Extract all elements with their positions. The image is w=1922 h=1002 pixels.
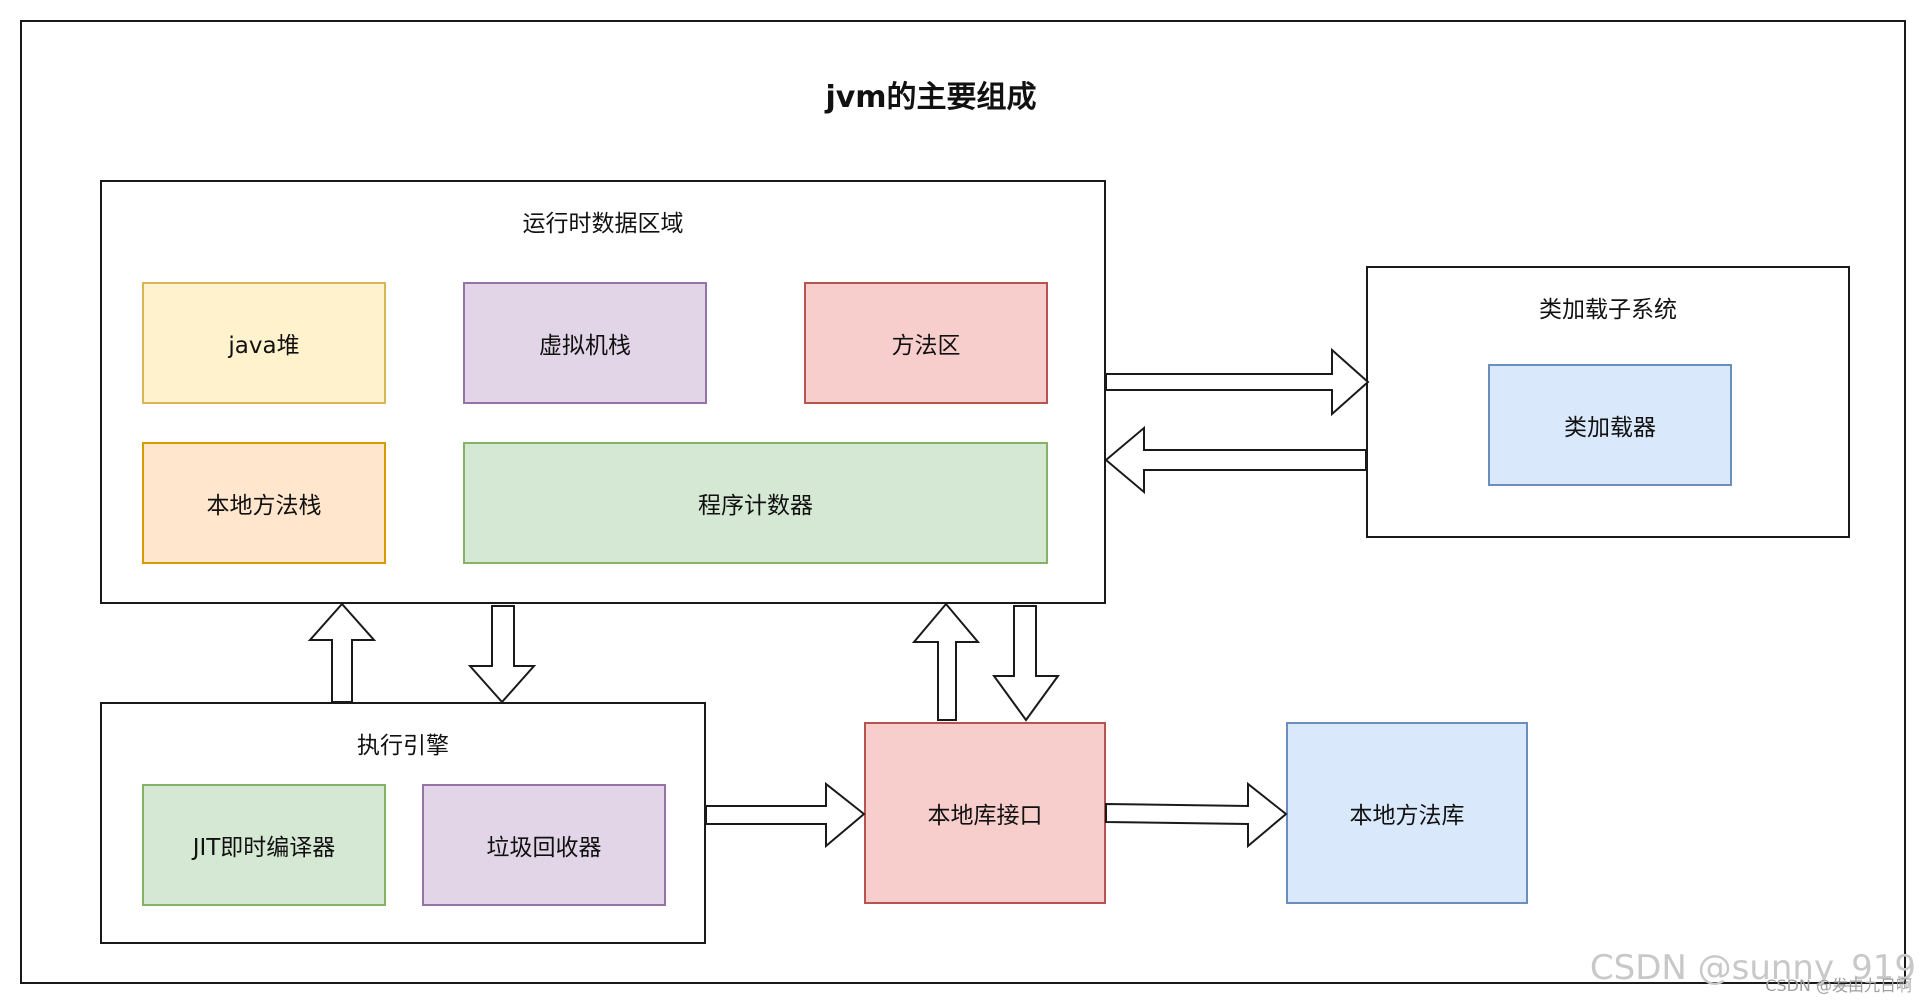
java-heap-box: java堆 xyxy=(142,282,386,404)
native-method-stack-box: 本地方法栈 xyxy=(142,442,386,564)
arrow-runtime-to-engine xyxy=(467,605,537,704)
arrow-runtime-to-native xyxy=(992,605,1060,722)
runtime-data-area-label: 运行时数据区域 xyxy=(522,211,684,237)
diagram-title: jvm的主要组成 xyxy=(825,80,1037,115)
execution-engine: 执行引擎 JIT即时编译器 垃圾回收器 xyxy=(100,702,706,944)
arrow-native-to-library xyxy=(1105,781,1288,849)
class-loader-subsystem: 类加载子系统 类加载器 xyxy=(1366,266,1850,538)
method-area-box: 方法区 xyxy=(804,282,1048,404)
class-loader-subsystem-label: 类加载子系统 xyxy=(1539,297,1677,323)
watermark-main: CSDN @sunny_919 xyxy=(1589,948,1916,988)
arrow-classloader-to-runtime xyxy=(1104,425,1367,495)
arrow-engine-to-native xyxy=(705,781,866,849)
class-loader-box: 类加载器 xyxy=(1488,364,1732,486)
vm-stack-box: 虚拟机栈 xyxy=(463,282,707,404)
native-library-box: 本地方法库 xyxy=(1286,722,1528,904)
watermark-sub: CSDN @发由九日啊 xyxy=(1765,976,1912,995)
diagram-frame xyxy=(20,20,1906,984)
execution-engine-label: 执行引擎 xyxy=(357,733,449,759)
arrow-native-to-runtime xyxy=(911,602,981,721)
native-interface-box: 本地库接口 xyxy=(864,722,1106,904)
garbage-collector-box: 垃圾回收器 xyxy=(422,784,666,906)
arrow-runtime-to-classloader xyxy=(1105,347,1370,417)
jit-compiler-box: JIT即时编译器 xyxy=(142,784,386,906)
arrow-engine-to-runtime xyxy=(307,602,377,703)
runtime-data-area: 运行时数据区域 java堆 虚拟机栈 方法区 本地方法栈 程序计数器 xyxy=(100,180,1106,604)
program-counter-box: 程序计数器 xyxy=(463,442,1048,564)
